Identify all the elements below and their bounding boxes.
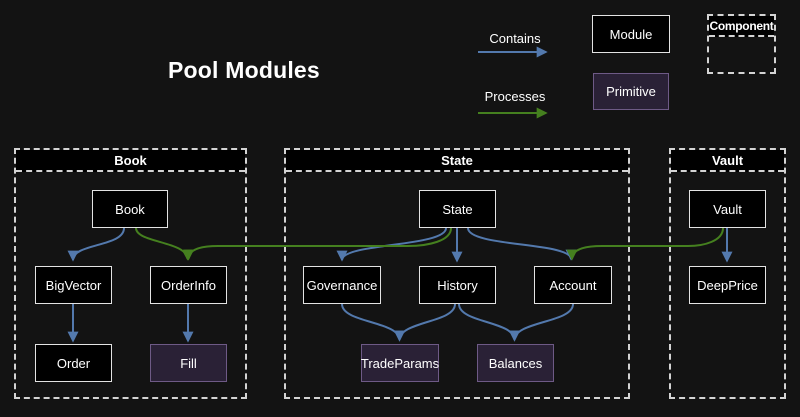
legend-component-box: Component bbox=[707, 14, 776, 74]
page-title: Pool Modules bbox=[168, 57, 320, 83]
legend-primitive-box: Primitive bbox=[593, 73, 669, 110]
node-book-label: Book bbox=[115, 201, 145, 217]
node-order: Order bbox=[35, 344, 112, 382]
node-governance: Governance bbox=[303, 266, 381, 304]
node-order-label: Order bbox=[56, 355, 91, 371]
node-orderinfo: OrderInfo bbox=[150, 266, 227, 304]
node-balances-label: Balances bbox=[488, 355, 543, 371]
node-bigvector: BigVector bbox=[35, 266, 112, 304]
container-vault: Vault bbox=[669, 148, 786, 399]
node-deepprice-label: DeepPrice bbox=[697, 277, 758, 293]
container-state: State bbox=[284, 148, 630, 399]
node-governance-label: Governance bbox=[306, 277, 378, 293]
node-account-label: Account bbox=[549, 277, 597, 293]
node-fill: Fill bbox=[150, 344, 227, 382]
container-book: Book bbox=[14, 148, 247, 399]
legend-contains-label: Contains bbox=[489, 31, 541, 46]
node-state-label: State bbox=[442, 201, 473, 217]
container-vault-title: Vault bbox=[671, 150, 784, 172]
node-history: History bbox=[419, 266, 496, 304]
node-deepprice: DeepPrice bbox=[689, 266, 766, 304]
node-account: Account bbox=[534, 266, 612, 304]
node-history-label: History bbox=[437, 277, 478, 293]
node-orderinfo-label: OrderInfo bbox=[161, 277, 216, 293]
container-state-title: State bbox=[286, 150, 628, 172]
node-vault-label: Vault bbox=[713, 201, 742, 217]
node-tradeparams-label: TradeParams bbox=[360, 355, 440, 371]
node-state: State bbox=[419, 190, 496, 228]
node-bigvector-label: BigVector bbox=[45, 277, 102, 293]
node-vault: Vault bbox=[689, 190, 766, 228]
legend-component-label: Component bbox=[709, 16, 774, 37]
node-tradeparams: TradeParams bbox=[361, 344, 439, 382]
legend-module-label: Module bbox=[609, 26, 653, 42]
node-fill-label: Fill bbox=[180, 355, 197, 371]
legend-processes-label: Processes bbox=[484, 89, 546, 104]
node-balances: Balances bbox=[477, 344, 554, 382]
legend-module-box: Module bbox=[592, 15, 670, 53]
container-book-title: Book bbox=[16, 150, 245, 172]
legend-primitive-label: Primitive bbox=[606, 84, 656, 99]
node-book: Book bbox=[92, 190, 168, 228]
